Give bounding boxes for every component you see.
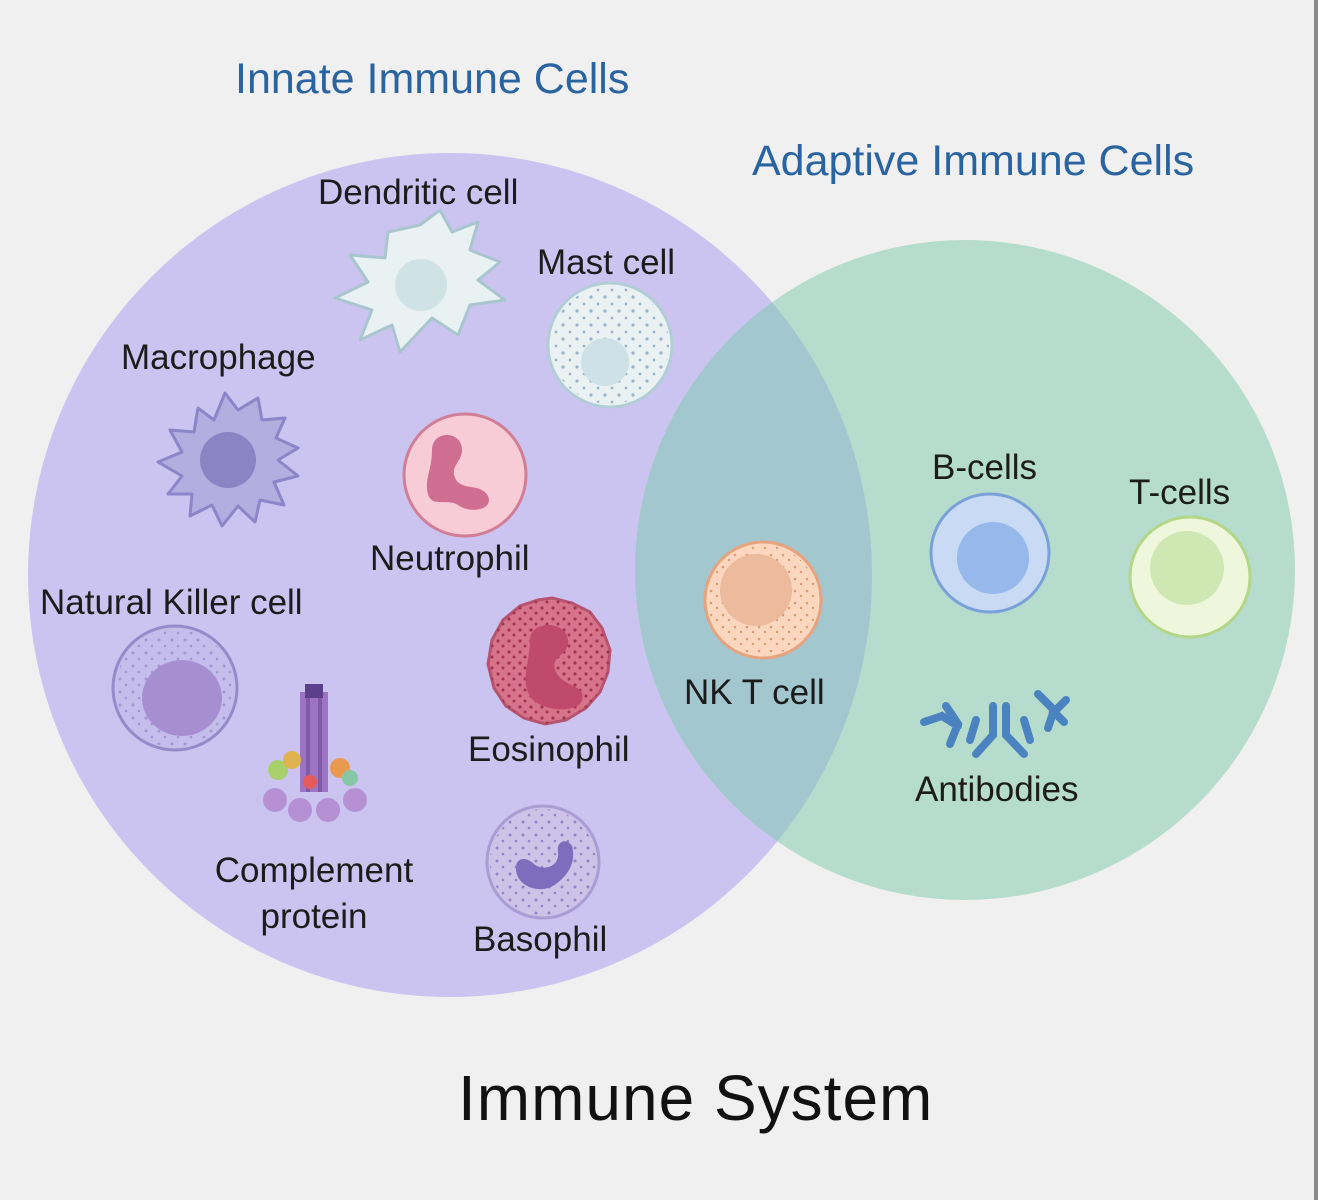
natural-killer-cell-icon — [111, 624, 239, 752]
nk-t-cell-icon — [703, 540, 823, 660]
page-title: Immune System — [458, 1062, 934, 1134]
t-cells-label: T-cells — [1129, 473, 1231, 512]
b-cells-label: B-cells — [932, 448, 1038, 487]
antibodies-icon — [920, 690, 1070, 758]
eosinophil-icon — [486, 596, 612, 726]
eosinophil-label: Eosinophil — [468, 730, 630, 769]
adaptive-heading: Adaptive Immune Cells — [752, 137, 1195, 185]
innate-heading: Innate Immune Cells — [235, 55, 630, 103]
mast-cell-label: Mast cell — [537, 243, 676, 282]
b-cell-icon — [929, 492, 1051, 614]
antibodies-label: Antibodies — [915, 770, 1079, 809]
right-edge-border — [1314, 0, 1318, 1200]
t-cell-icon — [1128, 515, 1252, 639]
complement-protein-label: Complement protein — [200, 848, 428, 940]
basophil-icon — [485, 804, 601, 920]
natural-killer-cell-label: Natural Killer cell — [40, 583, 303, 622]
macrophage-icon — [156, 391, 300, 528]
neutrophil-label: Neutrophil — [370, 539, 530, 578]
complement-protein-icon — [263, 684, 367, 822]
neutrophil-icon — [402, 412, 528, 538]
complement-label-line1: Complement — [214, 851, 414, 890]
mast-cell-icon — [546, 281, 674, 409]
overlap-region — [635, 240, 872, 900]
nk-t-cell-label: NK T cell — [684, 673, 825, 712]
macrophage-label: Macrophage — [121, 338, 316, 377]
basophil-label: Basophil — [473, 920, 608, 959]
dendritic-cell-icon — [333, 208, 507, 354]
dendritic-cell-label: Dendritic cell — [318, 173, 519, 212]
complement-label-line2: protein — [260, 897, 368, 936]
